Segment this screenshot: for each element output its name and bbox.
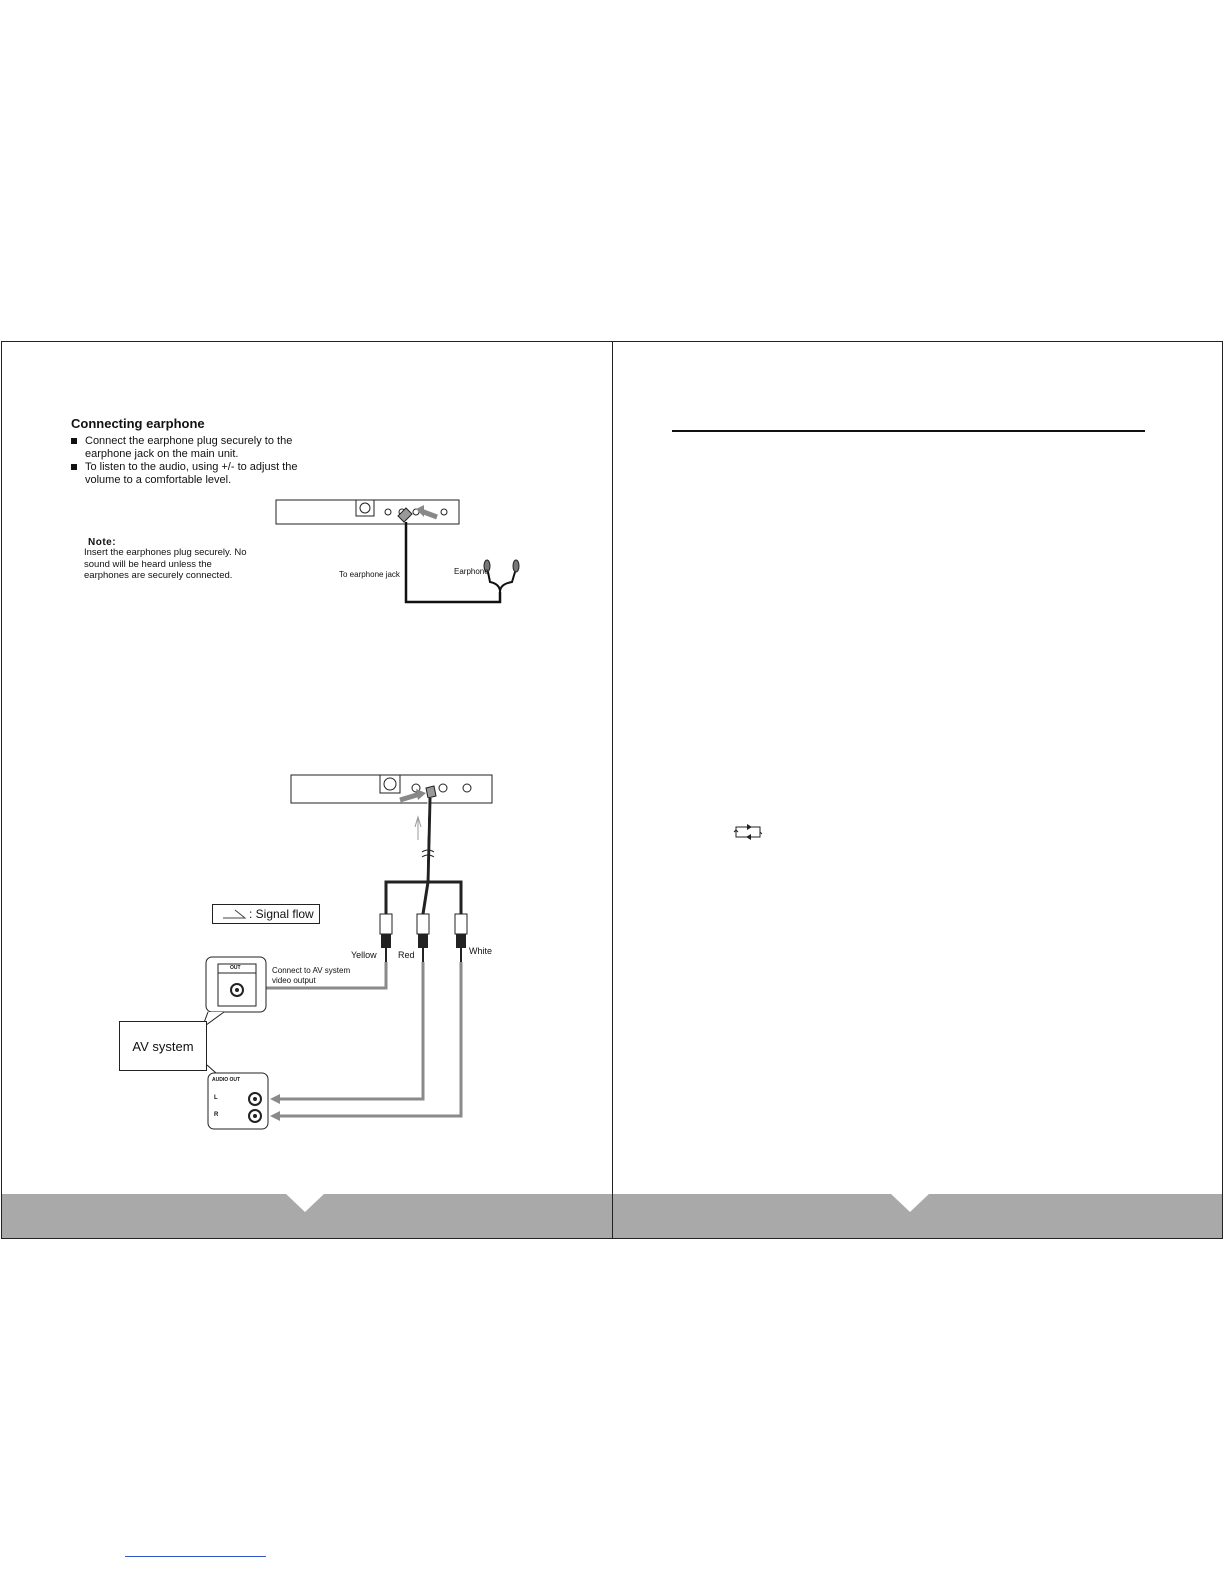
connect-note: Connect to AV system video output xyxy=(272,966,351,985)
av-system-box: AV system xyxy=(119,1021,207,1071)
note-label: Note: xyxy=(88,537,117,548)
red-label: Red xyxy=(398,950,415,960)
heading-rule xyxy=(672,430,1145,432)
page-footer-band xyxy=(613,1193,1222,1238)
link-underline xyxy=(125,1556,266,1557)
repeat-icon xyxy=(733,824,763,840)
manual-spread: Connecting earphone Connect the earphone… xyxy=(1,341,1223,1239)
video-out-tag: OUT xyxy=(230,965,241,971)
page-footer-band xyxy=(2,1193,612,1238)
audio-out-tag: AUDIO OUT xyxy=(212,1077,241,1083)
channel-l-label: L xyxy=(214,1095,218,1101)
white-label: White xyxy=(469,946,493,956)
left-page: Connecting earphone Connect the earphone… xyxy=(2,342,613,1238)
right-page xyxy=(613,342,1222,1238)
instruction-list: Connect the earphone plug securely to th… xyxy=(71,435,305,487)
yellow-label: Yellow xyxy=(351,950,377,960)
list-item: To listen to the audio, using +/- to adj… xyxy=(71,461,305,487)
signal-flow-label: : Signal flow xyxy=(249,907,314,921)
earphone-label: Earphone xyxy=(454,567,489,576)
signal-flow-legend: : Signal flow xyxy=(212,904,320,924)
note-text: Insert the earphones plug securely. No s… xyxy=(84,547,247,581)
section-heading: Connecting earphone xyxy=(71,416,205,431)
channel-r-label: R xyxy=(214,1112,219,1118)
footer-notch xyxy=(890,1193,930,1212)
footer-notch xyxy=(285,1193,325,1212)
list-item: Connect the earphone plug securely to th… xyxy=(71,435,305,461)
signal-arrow-icon xyxy=(223,909,247,919)
jack-label: To earphone jack xyxy=(339,570,400,579)
av-connection-diagram xyxy=(200,774,493,1130)
earphone-diagram xyxy=(275,499,520,604)
